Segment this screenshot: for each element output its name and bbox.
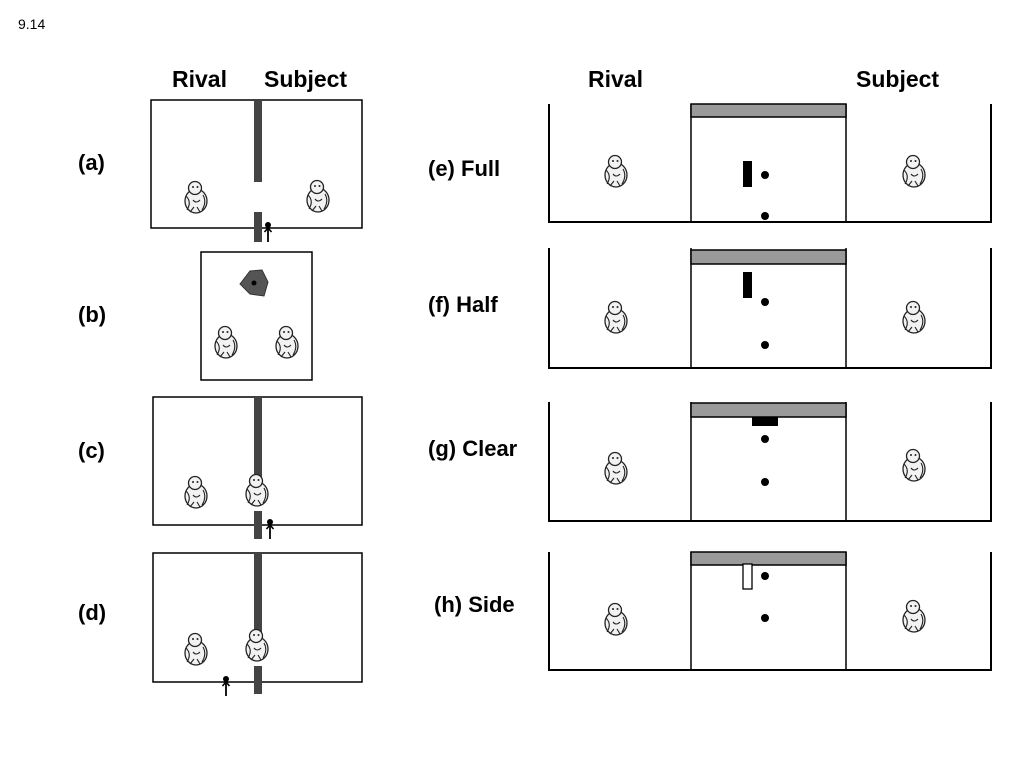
food-pellet-icon	[761, 298, 769, 306]
header-rival-right: Rival	[588, 66, 643, 92]
barrier-icon	[254, 553, 262, 659]
barrier-icon	[254, 100, 262, 182]
header-subject-right: Subject	[856, 66, 940, 92]
header-rival-left: Rival	[172, 66, 227, 92]
panel-label-d: (d)	[78, 600, 107, 625]
panel-label-e: (e) Full	[428, 156, 501, 181]
monkey-icon	[306, 179, 330, 213]
panel-h-enclosure	[548, 551, 992, 671]
monkey-icon	[902, 448, 926, 482]
panel-label-h: (h) Side	[434, 592, 515, 617]
panel-label-g: (g) Clear	[428, 436, 518, 461]
food-pellet-icon	[761, 572, 769, 580]
food-pellet-icon	[761, 171, 769, 179]
panel-label-a: (a)	[78, 150, 105, 175]
shelf	[690, 402, 847, 418]
food-pellet-icon	[761, 478, 769, 486]
barrier-icon	[743, 161, 752, 187]
monkey-icon	[184, 180, 208, 214]
monkey-icon	[902, 599, 926, 633]
experimenter-icon	[265, 518, 275, 540]
monkey-icon	[902, 300, 926, 334]
experimenter-icon	[263, 221, 273, 243]
barrier-icon	[742, 563, 753, 590]
panel-label-c: (c)	[78, 438, 105, 463]
barrier-icon	[254, 511, 262, 539]
monkey-icon	[604, 154, 628, 188]
food-pellet-icon	[761, 341, 769, 349]
barrier-icon	[752, 417, 778, 426]
panel-b-enclosure	[200, 251, 313, 381]
panel-label-b: (b)	[78, 302, 107, 327]
shelf	[690, 551, 847, 566]
panel-f-enclosure	[548, 248, 992, 369]
shelf	[690, 103, 847, 118]
header-subject-left: Subject	[264, 66, 348, 92]
panel-d-enclosure	[152, 552, 363, 697]
monkey-icon	[184, 475, 208, 509]
food-pellet-icon	[761, 435, 769, 443]
food-pellet-icon	[761, 614, 769, 622]
panel-c-enclosure	[152, 396, 363, 540]
panel-label-f: (f) Half	[428, 292, 498, 317]
barrier-icon	[254, 212, 262, 242]
food-pellet-icon	[251, 280, 257, 286]
monkey-icon	[214, 325, 238, 359]
monkey-icon	[184, 632, 208, 666]
barrier-icon	[743, 272, 752, 298]
experimenter-icon	[221, 675, 231, 697]
barrier-icon	[254, 666, 262, 694]
monkey-icon	[245, 628, 269, 662]
monkey-icon	[245, 473, 269, 507]
panel-a-enclosure	[150, 99, 363, 243]
monkey-icon	[604, 300, 628, 334]
shelf	[690, 249, 847, 265]
monkey-icon	[604, 451, 628, 485]
monkey-icon	[604, 602, 628, 636]
barrier-icon	[254, 397, 262, 479]
panel-g-enclosure	[548, 402, 992, 522]
monkey-icon	[902, 154, 926, 188]
slide-number: 9.14	[18, 16, 46, 32]
panel-e-enclosure	[548, 103, 992, 223]
monkey-icon	[275, 325, 299, 359]
food-pellet-icon	[761, 212, 769, 220]
